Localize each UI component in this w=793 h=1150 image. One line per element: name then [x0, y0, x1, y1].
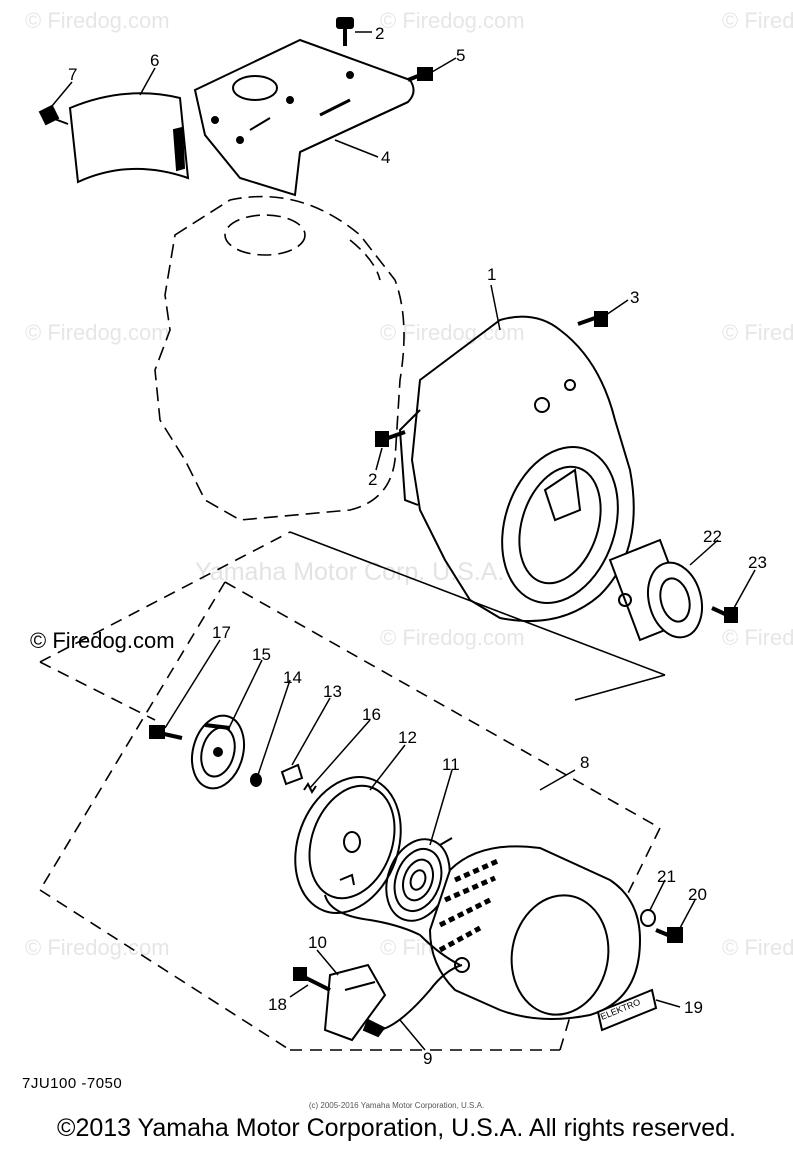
callout-11: 11 — [442, 755, 460, 774]
part-18-screw — [293, 967, 331, 992]
callout-12: 12 — [398, 728, 417, 747]
callout-19: 19 — [684, 998, 703, 1017]
watermark: © Firedog.com — [380, 320, 525, 345]
part-7-screw — [38, 104, 69, 126]
callout-9: 9 — [423, 1049, 432, 1068]
part-2-bolt-top — [336, 17, 354, 46]
watermark: © Firedog.com — [722, 935, 793, 960]
callout-labels: 1 2 2 3 4 5 6 7 8 9 10 11 12 13 14 15 16… — [68, 24, 767, 1068]
part-22-cup — [608, 538, 703, 642]
watermark: © Firedog.com — [380, 8, 525, 33]
starter-case — [428, 845, 642, 1020]
callout-4: 4 — [381, 148, 390, 167]
diagram-part-code: 7JU100 -7050 — [22, 1075, 123, 1092]
part-2-bolt-middle — [375, 430, 406, 447]
callout-21: 21 — [657, 867, 676, 886]
watermark: © Firedog.com — [722, 320, 793, 345]
part-15-pulley — [191, 714, 245, 790]
callout-2: 2 — [375, 24, 384, 43]
callout-3: 3 — [630, 288, 639, 307]
part-1-blower-housing — [398, 315, 635, 623]
callout-23: 23 — [748, 553, 767, 572]
watermark: © Firedog.com — [25, 935, 170, 960]
watermark: © Firedog.com — [722, 625, 793, 650]
callout-15: 15 — [252, 645, 271, 664]
part-13-pawl — [280, 763, 304, 786]
copyright-notice: ©2013 Yamaha Motor Corporation, U.S.A. A… — [57, 1114, 736, 1142]
part-6-shroud-plate — [68, 92, 190, 184]
part-17-screw — [149, 725, 183, 740]
callout-22: 22 — [703, 527, 722, 546]
callout-16: 16 — [362, 705, 381, 724]
watermark: © Firedog.com — [380, 625, 525, 650]
watermark-dark: © Firedog.com — [30, 628, 175, 653]
part-14-washer — [250, 773, 262, 787]
leader-lines — [51, 31, 756, 1051]
part-5-bolt — [407, 67, 433, 82]
callout-8: 8 — [580, 753, 589, 772]
callout-20: 20 — [688, 885, 707, 904]
callout-1: 1 — [487, 265, 496, 284]
part-9-wire — [324, 894, 463, 1031]
watermark: © Firedog.com — [25, 8, 170, 33]
callout-13: 13 — [323, 682, 342, 701]
part-23-bolt — [711, 606, 738, 623]
watermark: © Firedog.com — [722, 8, 793, 33]
part-4-top-cover — [193, 38, 415, 197]
tiny-copyright: (c) 2005-2016 Yamaha Motor Corporation, … — [308, 1101, 485, 1110]
callout-17: 17 — [212, 623, 231, 642]
callout-7: 7 — [68, 65, 77, 84]
callout-14: 14 — [283, 668, 302, 687]
callout-6: 6 — [150, 51, 159, 70]
watermark-layer: © Firedog.com © Firedog.com © Firedog.co… — [25, 8, 793, 960]
part-20-bolt — [655, 927, 683, 943]
callout-18: 18 — [268, 995, 287, 1014]
part-10-switch — [323, 963, 387, 1042]
callout-5: 5 — [456, 46, 465, 65]
engine-block-reference — [154, 195, 405, 521]
callout-10: 10 — [308, 933, 327, 952]
callout-2-middle: 2 — [368, 470, 377, 489]
watermark: © Firedog.com — [25, 320, 170, 345]
part-3-bolt — [577, 311, 608, 327]
part-21-washer — [640, 909, 656, 927]
